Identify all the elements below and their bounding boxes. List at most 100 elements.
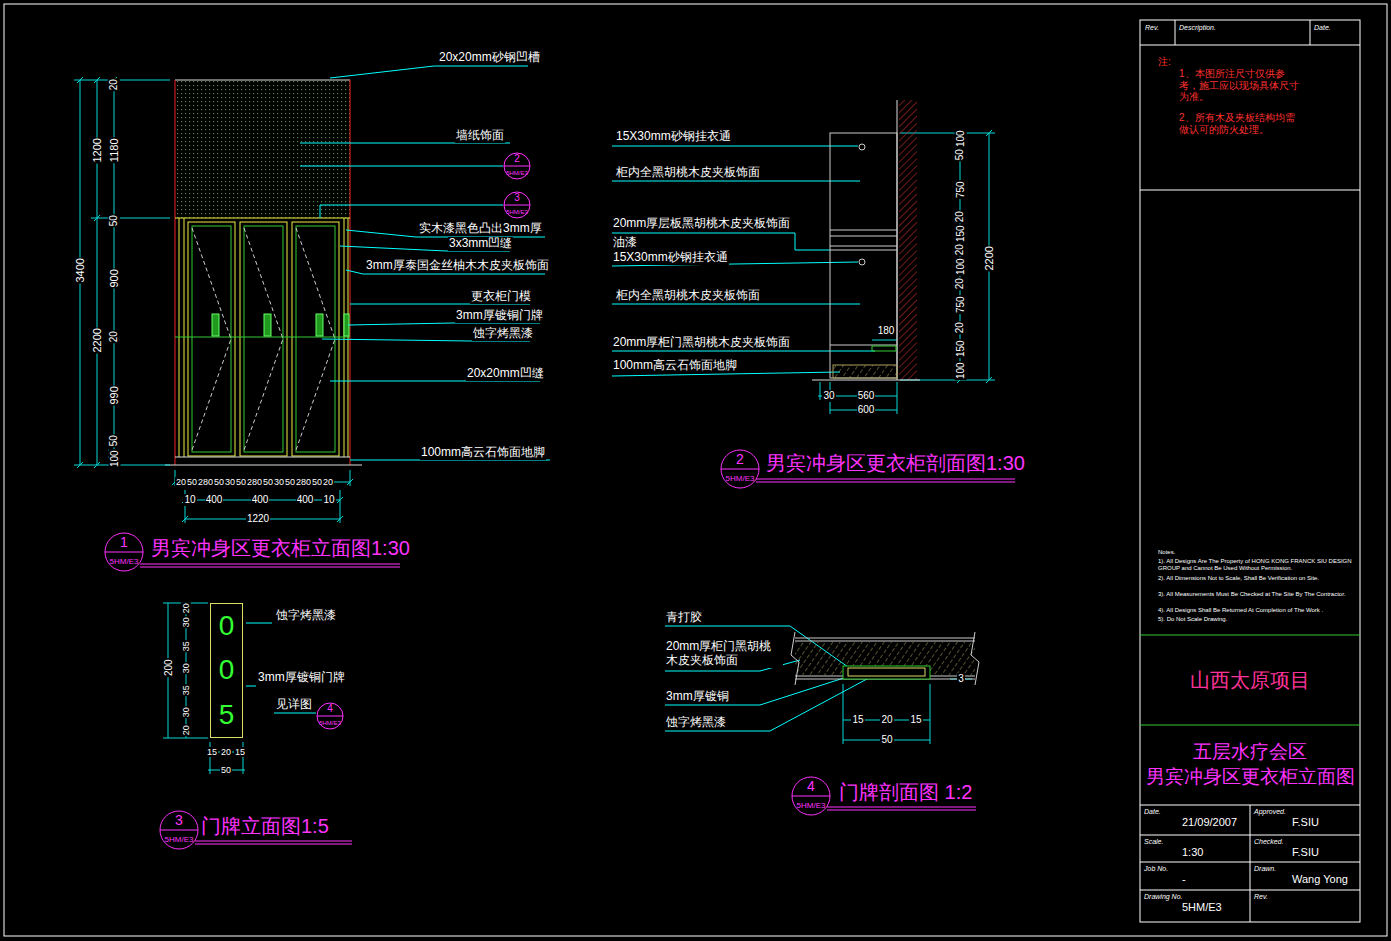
drawing-line — [350, 80, 351, 465]
node-text: 5HM/E3 — [316, 716, 344, 730]
drawing-g — [192, 228, 335, 450]
drawing-line — [175, 80, 350, 81]
annotation-label: Notes. — [1157, 549, 1176, 556]
title-block-info-cell: Drawing No.5HM/E3 — [1141, 891, 1250, 921]
dimension-value: 20 — [954, 243, 966, 256]
drawing-polyline — [665, 676, 850, 705]
dimension-value: 750 — [954, 181, 966, 200]
drawing-line — [165, 465, 362, 466]
drawing-rect — [175, 80, 350, 218]
callout-divider — [504, 166, 530, 167]
title-block-info-cell: Scale.1:30 — [1141, 836, 1250, 862]
dimension-value: 50 — [880, 734, 893, 746]
drawing-polyline — [665, 672, 880, 731]
drawing-line — [1175, 20, 1176, 45]
drawing-line — [175, 80, 176, 465]
drawing-line — [812, 380, 920, 381]
node-text: 0 — [219, 656, 235, 684]
drawing-rect — [872, 346, 896, 351]
annotation-label: 柜内全黑胡桃木皮夹板饰面 — [615, 289, 761, 303]
dimension-value: 50 — [108, 214, 120, 227]
dimension-value: 400 — [251, 494, 270, 506]
annotation-label: 墙纸饰面 — [455, 129, 505, 143]
node-text: F.SIU — [1254, 816, 1356, 829]
drawing-line — [830, 236, 897, 237]
dimension-value: 150 — [954, 340, 966, 359]
callout-circle: 15HM/E3 — [104, 532, 144, 572]
annotation-label: 15X30mm砂钢挂衣通 — [615, 130, 732, 144]
dimension-value: 100 — [954, 258, 966, 277]
drawing-line — [1310, 20, 1311, 45]
dimension-value: 20 — [181, 724, 191, 736]
annotation-label: 3mm厚镀铜门牌 — [455, 309, 544, 323]
annotation-label: 100mm高云石饰面地脚 — [612, 359, 738, 373]
annotation-label: 3mm厚镀铜门牌 — [257, 671, 346, 685]
dimension-value: 400 — [296, 494, 315, 506]
drawing-line — [830, 246, 897, 247]
node-text: 男宾冲身区更衣柜立面图 — [1146, 765, 1355, 790]
drawing-polyline — [612, 146, 858, 147]
annotation-label: 青打胶 — [665, 611, 703, 625]
dimension-value: 35 — [181, 640, 191, 652]
callout-circle: 25HM/E3 — [720, 449, 760, 489]
drawing-line — [830, 230, 897, 231]
dimension-value: 20 — [108, 330, 120, 343]
title-block-info-cell: Checked.F.SIU — [1251, 836, 1359, 862]
drawing-line — [756, 479, 1015, 480]
node-text: Date. — [1314, 24, 1355, 31]
drawing-rect — [212, 314, 219, 336]
callout-divider — [721, 469, 759, 470]
node-text: 五层水疗会区 — [1193, 740, 1307, 765]
title-block-header-cell: Rev. — [1141, 21, 1175, 45]
dimension-value: 50 — [108, 434, 120, 447]
dimension-lines — [74, 77, 995, 774]
callout-ring — [160, 811, 198, 849]
node-text: 2 — [720, 449, 760, 469]
callout-divider — [160, 830, 198, 831]
callout-ring — [504, 153, 530, 179]
leader-lines — [246, 66, 880, 731]
dimension-value: 50 — [954, 148, 966, 161]
drawing-polyline — [612, 233, 830, 250]
door-plate: 005 — [210, 603, 243, 738]
node-text: Checked. — [1254, 838, 1356, 846]
annotation-label: 15X30mm砂钢挂衣通 — [612, 251, 729, 265]
title-block-info-cell: Job No.- — [1141, 863, 1250, 890]
annotation-label: 5). Do Not Scale Drawing. — [1157, 616, 1357, 623]
drawing-line — [1140, 190, 1360, 191]
dimension-value: 15 — [909, 714, 922, 726]
annotation-label: 3x3mm凹缝 — [448, 237, 513, 251]
annotation-label: 注: — [1157, 56, 1172, 68]
dimension-value: 30 — [181, 616, 191, 628]
drawing-rect — [192, 226, 231, 452]
node-text: Description. — [1179, 24, 1306, 31]
node-text: Rev. — [1254, 893, 1356, 901]
drawing-polyline — [612, 304, 860, 305]
locker-section — [812, 100, 920, 380]
drawing-rect — [1140, 20, 1360, 922]
dimension-value: 280 — [197, 477, 214, 487]
drawing-line — [795, 638, 975, 639]
node-text: 1 — [104, 532, 144, 552]
dimension-value: 900 — [108, 268, 121, 288]
dimension-value: 20 — [181, 602, 191, 614]
dimension-value: 15 — [234, 747, 246, 757]
drawing-line — [1140, 725, 1360, 726]
dimension-value: 280 — [246, 477, 263, 487]
dimension-value: 15 — [206, 747, 218, 757]
drawing-rect — [264, 314, 271, 336]
drawing-polyline — [791, 632, 799, 685]
drawing-line — [1250, 805, 1251, 922]
node-text: 山西太原项目 — [1190, 667, 1310, 693]
drawing-line — [1140, 635, 1360, 636]
drawing-line — [175, 337, 350, 338]
drawing-line — [830, 250, 897, 251]
callout-circle: 35HM/E3 — [159, 810, 199, 850]
callout-circle: 25HM/E3 — [503, 152, 531, 180]
drawing-line — [930, 684, 931, 744]
drawing-rect — [240, 222, 287, 456]
callout-ring — [792, 777, 830, 815]
dimension-value: 10 — [183, 494, 196, 506]
title-block-header-cell: Date. — [1310, 21, 1359, 45]
drawing-circle — [859, 259, 865, 265]
